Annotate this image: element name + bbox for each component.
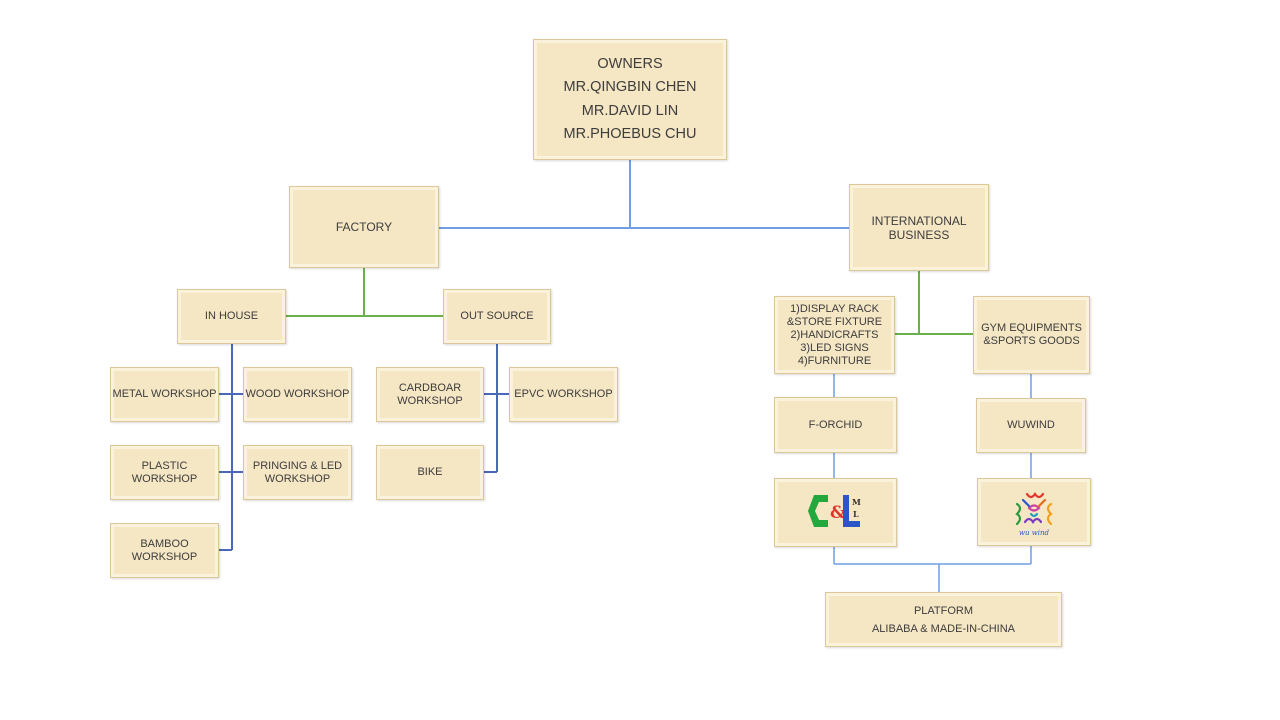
platform-box: PLATFORM ALIBABA & MADE-IN-CHINA: [825, 592, 1062, 647]
metal-workshop-box: METAL WORKSHOP: [110, 367, 219, 422]
workshop-label: CARDBOAR: [398, 381, 462, 394]
product-line: 3)LED SIGNS: [800, 341, 869, 354]
in-house-box: IN HOUSE: [177, 289, 286, 344]
bike-box: BIKE: [376, 445, 484, 500]
owners-title: OWNERS: [597, 55, 663, 72]
platform-label: PLATFORM: [913, 604, 974, 617]
product-line: &SPORTS GOODS: [983, 335, 1080, 347]
in-house-label: IN HOUSE: [204, 310, 259, 322]
f-orchid-box: F-ORCHID: [774, 397, 897, 453]
out-source-box: OUT SOURCE: [443, 289, 551, 344]
bamboo-workshop-box: BAMBOO WORKSHOP: [110, 523, 219, 578]
owner-name: MR.QINGBIN CHEN: [563, 79, 697, 95]
owner-name: MR.PHOEBUS CHU: [563, 126, 697, 142]
international-business-box: INTERNATIONAL BUSINESS: [849, 184, 989, 271]
wuwind-logo-icon: wu wind: [1015, 492, 1053, 537]
gym-products-box: GYM EQUIPMENTS &SPORTS GOODS: [973, 296, 1090, 374]
workshop-label: PRINGING & LED: [252, 459, 343, 472]
product-line: 2)HANDICRAFTS: [790, 328, 879, 341]
platform-label: ALIBABA & MADE-IN-CHINA: [871, 622, 1016, 635]
product-line: GYM EQUIPMENTS: [981, 322, 1082, 334]
f-orchid-logo-box: & M L: [774, 478, 897, 547]
wood-workshop-box: WOOD WORKSHOP: [243, 367, 352, 422]
display-products-box: 1)DISPLAY RACK &STORE FIXTURE 2)HANDICRA…: [774, 296, 895, 374]
svg-text:L: L: [853, 509, 859, 519]
svg-text:M: M: [852, 497, 861, 507]
owners-box: OWNERS MR.QINGBIN CHEN MR.DAVID LIN MR.P…: [533, 39, 727, 160]
brand-label: WUWIND: [1007, 419, 1055, 431]
svg-text:wu wind: wu wind: [1019, 529, 1049, 537]
product-line: 4)FURNITURE: [797, 354, 872, 367]
out-source-label: OUT SOURCE: [460, 310, 534, 322]
workshop-label: BAMBOO WORKSHOP: [131, 537, 198, 563]
wuwind-logo-box: wu wind: [977, 478, 1091, 546]
wuwind-box: WUWIND: [976, 398, 1086, 453]
workshop-label: PLASTIC WORKSHOP: [131, 459, 198, 485]
cardboard-workshop-box: CARDBOAR WORKSHOP: [376, 367, 484, 422]
product-line: 1)DISPLAY RACK: [790, 302, 879, 315]
workshop-label: METAL WORKSHOP: [112, 388, 217, 400]
plastic-workshop-box: PLASTIC WORKSHOP: [110, 445, 219, 500]
factory-label: FACTORY: [335, 220, 393, 234]
workshop-label: WORKSHOP: [397, 394, 463, 407]
brand-label: F-ORCHID: [808, 418, 863, 431]
workshop-label: WOOD WORKSHOP: [245, 388, 350, 400]
international-label-line: BUSINESS: [888, 227, 950, 242]
workshop-label: BIKE: [417, 466, 443, 478]
product-line: &STORE FIXTURE: [786, 315, 883, 328]
f-orchid-logo-icon: & M L: [807, 494, 861, 527]
epvc-workshop-box: EPVC WORKSHOP: [509, 367, 618, 422]
svg-text:&: &: [830, 503, 846, 523]
workshop-label: EPVC WORKSHOP: [514, 388, 613, 400]
factory-box: FACTORY: [289, 186, 439, 268]
international-label-line: INTERNATIONAL: [871, 213, 967, 228]
workshop-label: WORKSHOP: [264, 472, 331, 485]
printing-led-workshop-box: PRINGING & LED WORKSHOP: [243, 445, 352, 500]
owner-name: MR.DAVID LIN: [581, 102, 679, 119]
